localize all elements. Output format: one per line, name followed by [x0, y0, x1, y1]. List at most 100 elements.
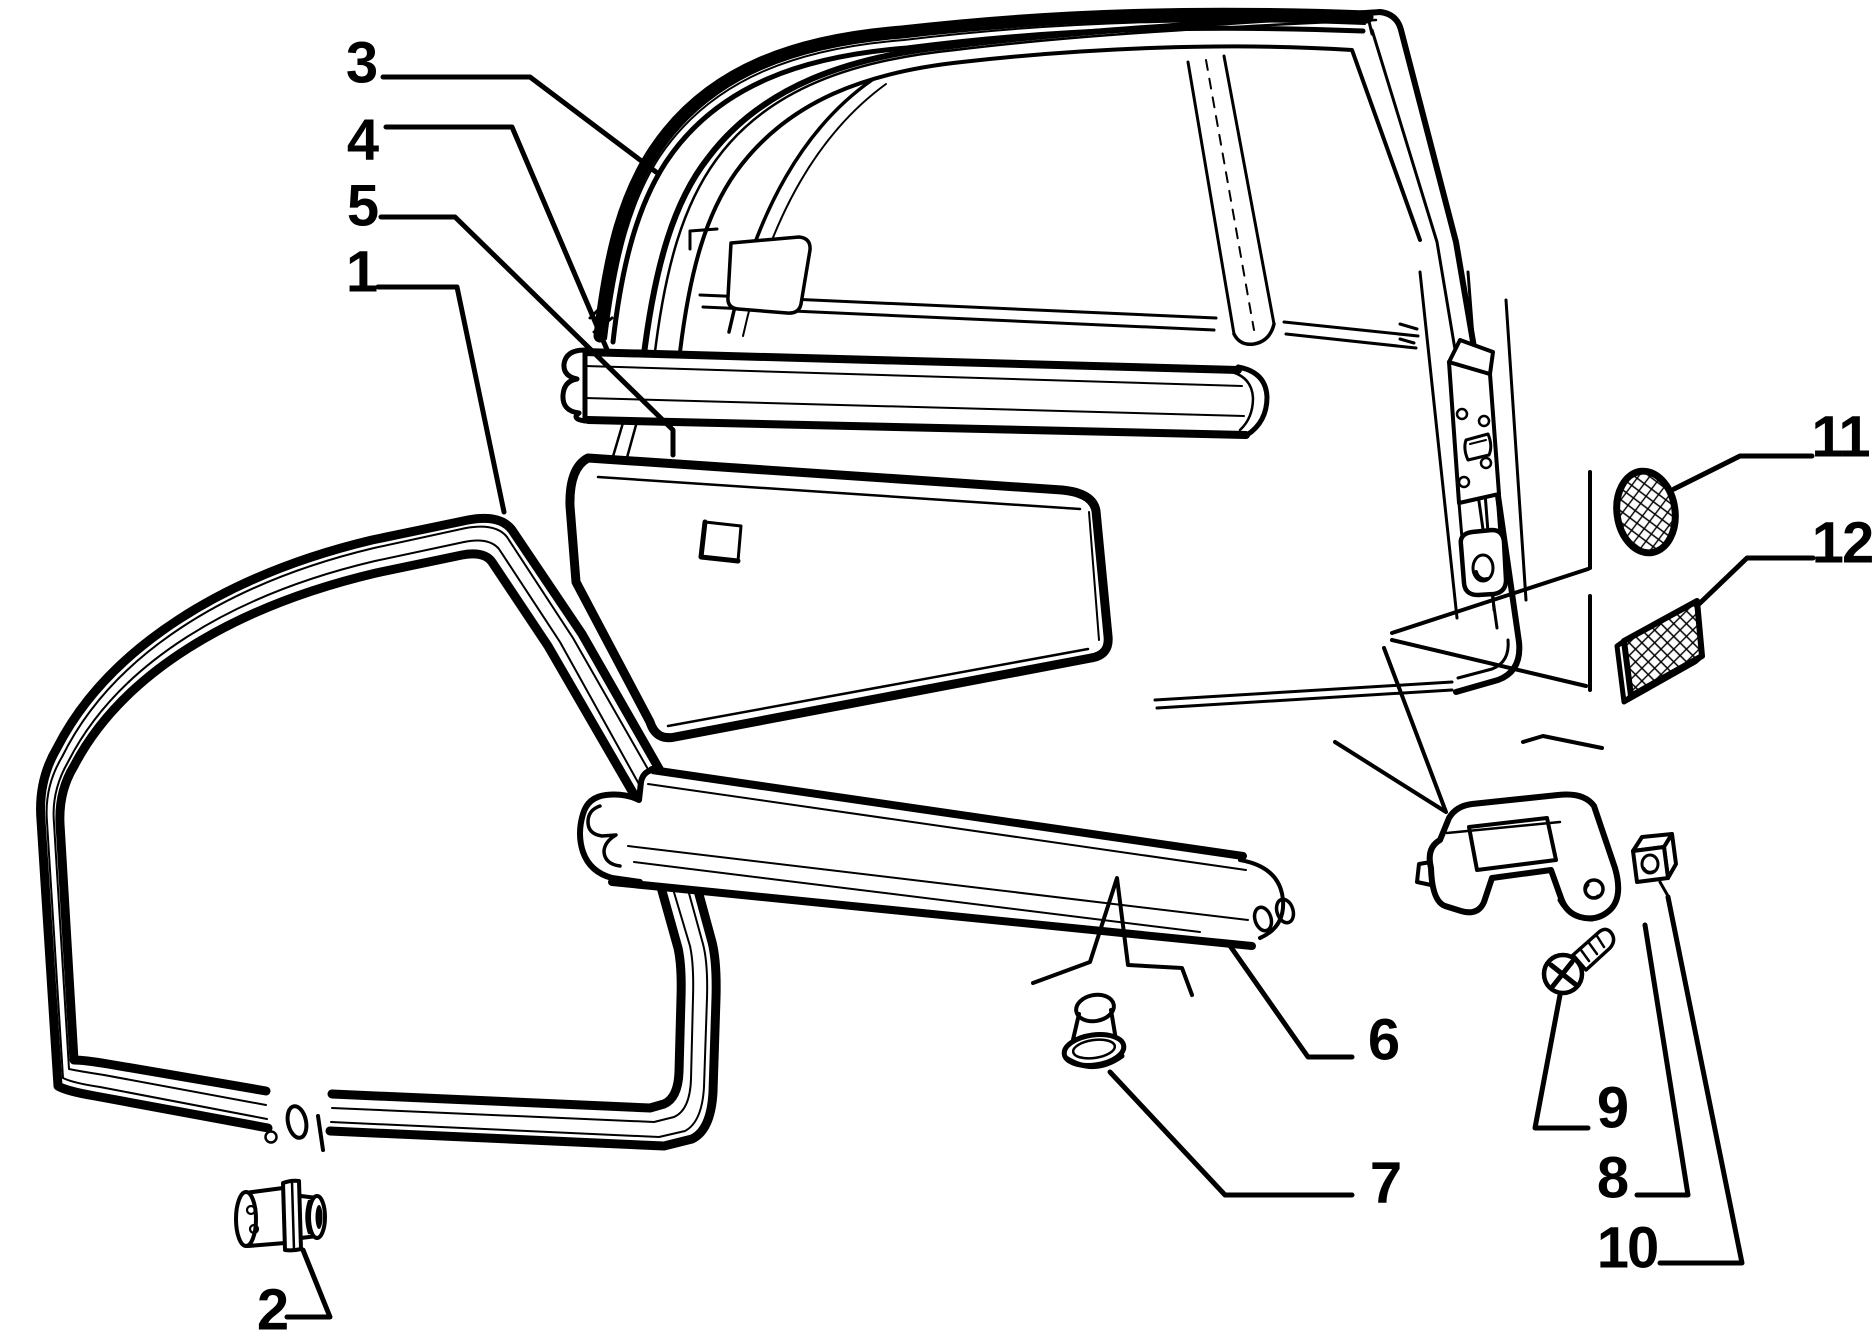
glass-tab-shadow	[698, 519, 741, 564]
glass-right-inner-line	[1088, 511, 1100, 641]
latch-stem-lines	[1457, 492, 1502, 540]
clip-cap	[1074, 992, 1116, 1024]
callout-leader-3	[380, 74, 659, 175]
latch-hole-2	[1477, 414, 1491, 428]
rail-bottom-edge	[584, 416, 1250, 439]
callout-leader-12	[1696, 555, 1816, 607]
latch-slot	[1463, 432, 1493, 462]
callout-leader-7	[1107, 1069, 1355, 1198]
door-latch-assembly	[1447, 338, 1509, 598]
sill-inner-lines	[627, 783, 1249, 933]
part-10-cage-nut	[1631, 832, 1678, 898]
latch-hole-1	[1455, 407, 1469, 421]
part-2-seal-joiner	[234, 1178, 327, 1253]
callout-label-8: 8	[1597, 1146, 1628, 1211]
joiner-flange-line	[290, 1180, 296, 1252]
rail-right-cap-inner	[1230, 370, 1255, 432]
rail-left-cap	[560, 347, 588, 424]
trim-inner	[610, 25, 1366, 345]
latch-box-top	[1447, 338, 1495, 376]
rect-pad-face	[1621, 598, 1705, 699]
door-shell	[607, 9, 1528, 710]
latch-plate	[1447, 360, 1501, 505]
rail-inner-lines	[584, 365, 1245, 417]
trim-outer	[593, 7, 1374, 343]
joiner-face-hole-2	[248, 1223, 260, 1235]
run-channel-cap	[1232, 322, 1276, 347]
run-channel-center	[1205, 59, 1255, 331]
callout-label-1: 1	[346, 240, 377, 305]
callout-label-11: 11	[1811, 405, 1869, 470]
screw-threads	[1579, 934, 1606, 963]
rail-top-edge	[579, 348, 1242, 374]
screw-phillips-cross	[1548, 959, 1578, 989]
bracket-hole-crescent	[1584, 883, 1600, 900]
seal-mid-line-a	[45, 525, 709, 1138]
part-11-oval-pad	[1613, 467, 1679, 557]
callout-leader-9	[1532, 992, 1591, 1131]
clip-flange-inner	[1071, 1038, 1117, 1060]
nut-hole-crescent	[1642, 866, 1656, 874]
mirror-flag	[726, 235, 812, 315]
bracket-pointer-v	[1333, 646, 1448, 814]
vent-pivot-bracket	[688, 227, 719, 251]
sill-top-edge	[648, 766, 1247, 860]
trim-mid	[605, 20, 1366, 340]
part-7-push-pin-clip	[1061, 992, 1127, 1069]
sill-body-fill	[577, 768, 1297, 947]
seal-inner	[55, 549, 686, 1113]
door-bottom-corner-line	[1456, 638, 1510, 680]
door-belt-dashes	[1398, 322, 1419, 345]
sill-bottom-edge	[608, 878, 1256, 950]
rail-right-cap	[1235, 364, 1270, 438]
trim-end-tick	[1365, 11, 1374, 36]
latch-hole-3	[1479, 456, 1493, 470]
part-8-handle-bracket	[1415, 791, 1622, 922]
sill-hook-curl	[586, 804, 622, 868]
callout-label-4: 4	[347, 108, 379, 173]
joiner-left-face	[234, 1190, 258, 1248]
bracket-ridge-line	[1445, 820, 1562, 835]
seal-outer	[36, 513, 721, 1151]
seal-right-end-cap	[316, 1114, 325, 1152]
part-3-window-frame-trim	[588, 7, 1374, 345]
seal-end-hole	[264, 1130, 278, 1144]
part-5-door-glass-panel	[565, 453, 1113, 743]
sill-end-hole-2	[1274, 897, 1296, 925]
callout-leader-10	[1657, 894, 1745, 1266]
callout-label-9: 9	[1597, 1076, 1628, 1141]
striker-pill	[1458, 527, 1509, 598]
callout-label-3: 3	[346, 31, 377, 96]
pad-pointer-lower	[1390, 638, 1588, 688]
seal-open-end-ring	[285, 1104, 309, 1140]
nut-lead-line	[1658, 880, 1670, 898]
rear-run-channel	[1186, 54, 1276, 347]
glass-bottom-inner-line	[666, 647, 1090, 728]
oval-pad-shape	[1613, 467, 1679, 557]
callout-leader-4	[383, 124, 611, 355]
bracket-left-tab	[1415, 860, 1433, 887]
callout-label-2: 2	[257, 1278, 287, 1339]
part-6-sill-channel	[577, 766, 1297, 950]
callout-label-6: 6	[1368, 1008, 1399, 1073]
sill-end-hole-1	[1252, 905, 1274, 933]
joiner-right-shade	[315, 1205, 323, 1229]
callout-leader-1	[375, 284, 507, 515]
sill-left-hook	[577, 767, 655, 885]
sill-spike-marker	[1031, 876, 1194, 997]
part-1-door-seal	[36, 513, 721, 1152]
bracket-opening	[1467, 816, 1558, 872]
seal-mid-line-b	[52, 539, 695, 1123]
run-channel-sides	[1186, 54, 1276, 336]
callout-label-10: 10	[1597, 1216, 1658, 1281]
bracket-lobe-shadow	[1557, 897, 1595, 922]
callout-leader-11	[1671, 453, 1815, 492]
part-9-screw	[1541, 927, 1616, 996]
callout-label-7: 7	[1370, 1151, 1400, 1216]
callout-leader-6	[1225, 940, 1355, 1060]
callout-leader-5	[378, 214, 676, 458]
striker-eye-crescent	[1474, 570, 1489, 582]
